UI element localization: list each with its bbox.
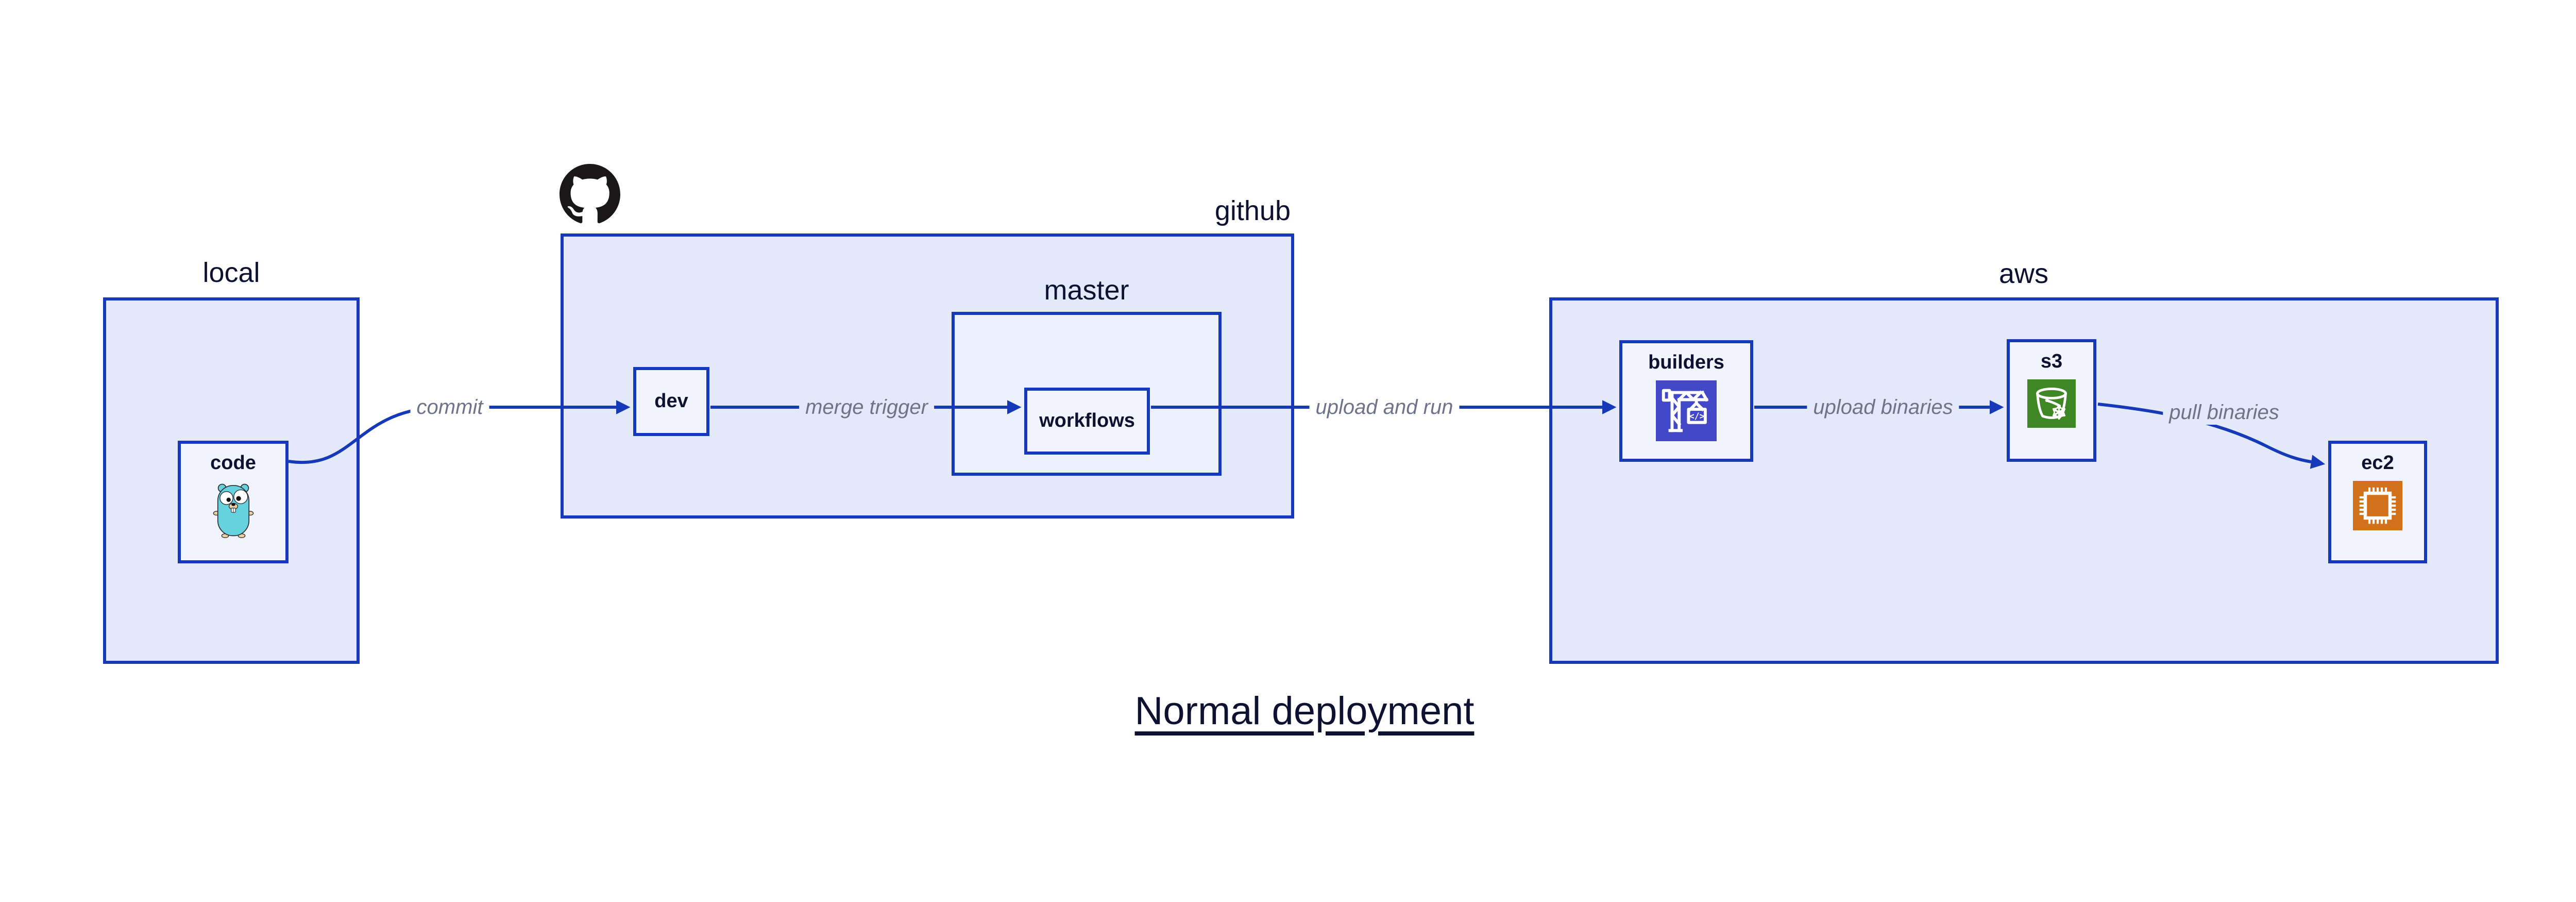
node-dev: dev <box>633 367 709 436</box>
github-octocat-icon <box>560 164 620 224</box>
node-ec2-label: ec2 <box>2361 452 2394 474</box>
node-ec2: ec2 <box>2328 441 2427 563</box>
node-code: code <box>178 441 289 563</box>
node-workflows: workflows <box>1024 388 1150 455</box>
cluster-master-label: master <box>1044 275 1129 306</box>
edge-upload-binaries-label: upload binaries <box>1807 395 1959 420</box>
node-s3: s3 <box>2007 339 2096 462</box>
edge-upload-and-run-label: upload and run <box>1309 395 1460 420</box>
cluster-github-label: github <box>1214 195 1291 226</box>
diagram-title: Normal deployment <box>1134 689 1475 733</box>
codebuild-code-glyph: </> <box>1689 411 1705 421</box>
edge-merge-trigger-label: merge trigger <box>799 395 934 420</box>
node-builders-label: builders <box>1648 352 1724 373</box>
aws-codebuild-crane-icon: </> <box>1656 380 1717 441</box>
node-code-label: code <box>210 452 256 474</box>
node-s3-label: s3 <box>2040 350 2063 372</box>
aws-s3-bucket-snowflake-icon <box>2027 379 2076 428</box>
aws-ec2-chip-icon <box>2353 480 2402 530</box>
cluster-local-label: local <box>202 257 260 288</box>
node-builders: builders </> <box>1619 340 1753 462</box>
edge-pull-binaries-label: pull binaries <box>2163 400 2285 425</box>
go-gopher-icon <box>213 483 253 538</box>
node-dev-label: dev <box>654 390 688 412</box>
cluster-aws-label: aws <box>1998 258 2049 289</box>
edge-commit-label: commit <box>410 395 489 420</box>
node-workflows-label: workflows <box>1039 410 1135 432</box>
